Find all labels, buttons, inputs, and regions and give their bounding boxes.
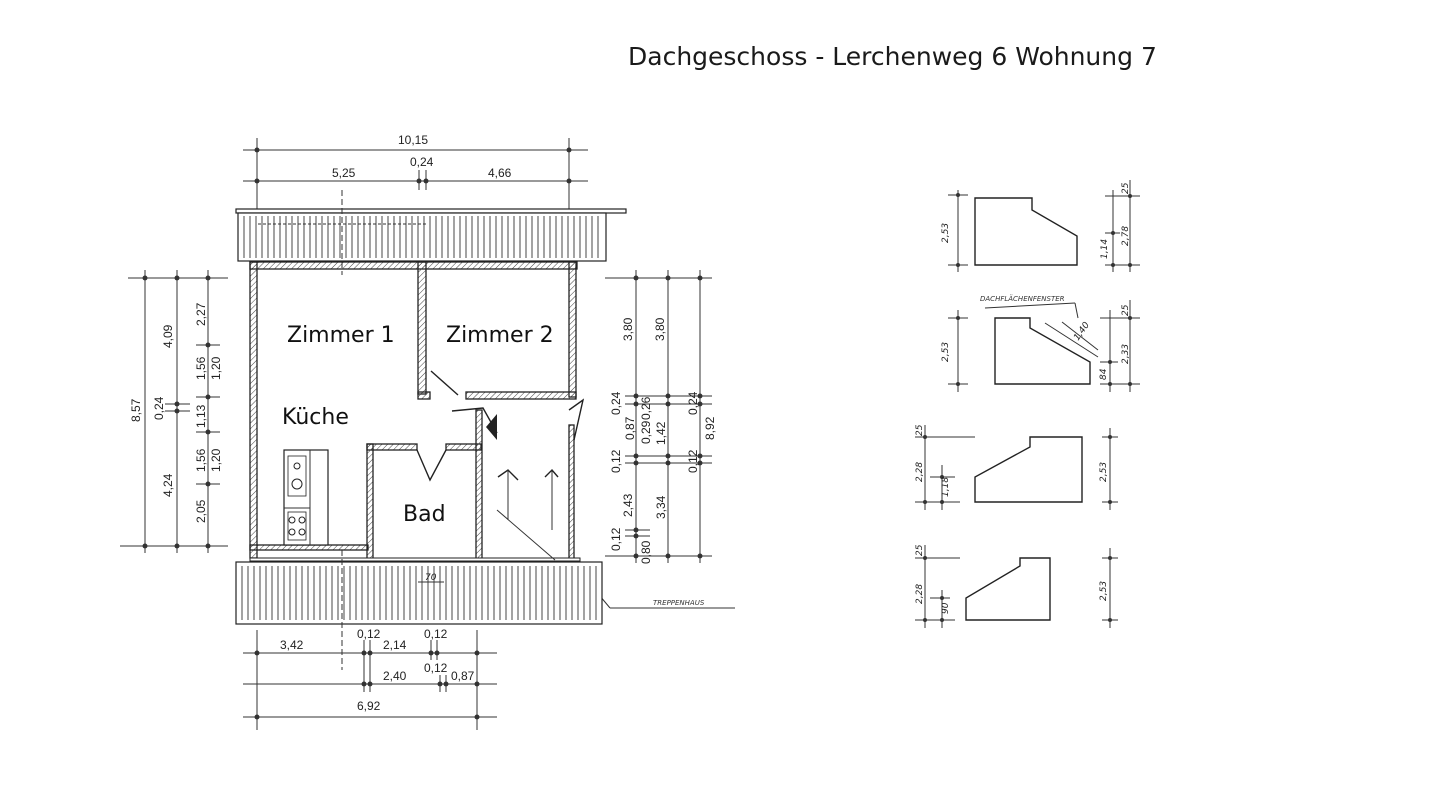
dim-bottom-f: 0,12 — [424, 661, 448, 675]
dim-top-left: 5,25 — [332, 166, 356, 180]
dim-right-b-2: 0,29 — [639, 420, 653, 444]
page-title: Dachgeschoss - Lerchenweg 6 Wohnung 7 — [628, 42, 1157, 71]
s1-r-mid: 1,14 — [1100, 239, 1110, 259]
label-treppenhaus: TREPPENHAUS — [653, 599, 705, 607]
dim-right-a-3: 0,12 — [609, 449, 623, 473]
dim-left-b-2: 1,13 — [194, 404, 208, 428]
roof-section-3: 25 2,28 1,18 2,53 — [915, 424, 1118, 510]
dim-right-a-2: 0,87 — [623, 416, 637, 440]
room-bad: Bad — [403, 502, 446, 527]
apartment-walls — [249, 261, 585, 566]
s3-r-total: 2,53 — [1099, 462, 1109, 482]
top-dimensions: 10,15 5,25 0,24 4,66 — [243, 133, 588, 210]
dim-bottom-d: 0,12 — [424, 627, 448, 641]
dim-left-c-2: 1,20 — [209, 448, 223, 472]
roof-section-2: 1,40 DACHFLÄCHENFENSTER 2,53 25 84 2,33 — [941, 294, 1140, 392]
bottom-dimensions: 3,42 0,12 2,14 0,12 2,40 0,12 0,87 6,92 — [243, 627, 497, 730]
dim-right-a-4: 2,43 — [621, 493, 635, 517]
dim-left-b-3: 1,56 — [194, 448, 208, 472]
roof-section-1: 2,53 25 1,14 2,78 — [941, 180, 1140, 272]
s1-r-overall: 2,78 — [1121, 226, 1131, 246]
top-roof-strip — [235, 190, 627, 275]
kitchen-unit — [283, 449, 329, 546]
dim-right-a-top: 3,80 — [621, 317, 635, 341]
s4-r-total: 2,53 — [1099, 581, 1109, 601]
dim-left-overall: 8,57 — [129, 398, 143, 422]
s2-h-total: 2,53 — [941, 342, 951, 362]
s2-r-mid: 84 — [1099, 368, 1109, 380]
bottom-roof-strip: 70 — [235, 550, 603, 670]
dim-right-b-1: 0,26 — [639, 396, 653, 420]
left-dimensions: 8,57 4,09 0,24 4,24 2,27 1,56 1,13 1,56 … — [120, 270, 228, 553]
label-dachflaechenfenster: DACHFLÄCHENFENSTER — [980, 294, 1065, 303]
s3-l-top: 25 — [915, 424, 925, 436]
s4-l-mid: 90 — [941, 602, 951, 614]
dim-right-d-2: 0,12 — [686, 449, 700, 473]
right-dimensions: 3,80 0,24 0,87 0,12 2,43 0,12 3,80 0,26 … — [605, 270, 717, 564]
dim-bottom-total: 6,92 — [357, 699, 381, 713]
s2-r-top: 25 — [1121, 304, 1131, 316]
s2-diag: 1,40 — [1072, 320, 1092, 342]
dim-right-a-5: 0,12 — [609, 527, 623, 551]
s1-r-top: 25 — [1121, 182, 1131, 194]
s4-l-top: 25 — [915, 544, 925, 556]
s1-h-total: 2,53 — [941, 223, 951, 243]
dim-right-d-1: 0,24 — [686, 391, 700, 415]
dim-right-overall: 8,92 — [703, 416, 717, 440]
door-width-label: 70 — [425, 573, 437, 583]
room-zimmer-2: Zimmer 2 — [446, 323, 554, 348]
dim-bottom-a: 3,42 — [280, 638, 304, 652]
dim-bottom-g: 0,87 — [451, 669, 475, 683]
s3-l-overall: 2,28 — [915, 462, 925, 482]
dim-left-a-top: 4,09 — [161, 324, 175, 348]
s3-l-mid: 1,18 — [941, 477, 951, 497]
dim-right-a-1: 0,24 — [609, 391, 623, 415]
roof-section-4: 25 2,28 90 2,53 — [915, 544, 1118, 628]
s2-r-overall: 2,33 — [1121, 344, 1131, 364]
s4-l-overall: 2,28 — [915, 584, 925, 604]
dim-left-b-top: 2,27 — [194, 302, 208, 326]
dim-top-right: 4,66 — [488, 166, 512, 180]
dim-left-b-bot: 2,05 — [194, 499, 208, 523]
dim-top-mid: 0,24 — [410, 155, 434, 169]
dim-bottom-e: 2,40 — [383, 669, 407, 683]
dim-bottom-b: 0,12 — [357, 627, 381, 641]
dim-left-c-1: 1,20 — [209, 356, 223, 380]
dim-bottom-c: 2,14 — [383, 638, 407, 652]
dim-right-b-3: 0,80 — [639, 540, 653, 564]
dim-left-a-mid: 0,24 — [152, 396, 166, 420]
dim-right-c-1: 1,42 — [654, 421, 668, 445]
dim-right-b-top: 3,80 — [653, 317, 667, 341]
room-zimmer-1: Zimmer 1 — [287, 323, 395, 348]
dim-top-total: 10,15 — [398, 133, 428, 147]
room-kueche: Küche — [282, 405, 349, 430]
dim-left-a-bot: 4,24 — [161, 473, 175, 497]
dim-left-b-1: 1,56 — [194, 356, 208, 380]
dim-right-c-2: 3,34 — [654, 495, 668, 519]
